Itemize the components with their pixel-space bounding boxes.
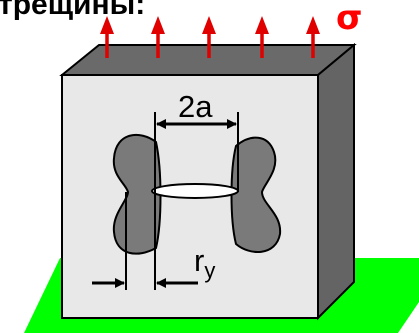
heading: трещины: — [0, 0, 145, 21]
up-arrow-icon — [255, 16, 269, 58]
crack — [151, 183, 239, 199]
plastic-zone-label: ry — [194, 243, 215, 283]
plastic-zone-dimension — [92, 192, 198, 290]
plastic-zone-label-subscript: y — [204, 258, 215, 283]
up-arrow-icon — [100, 16, 114, 58]
up-arrow-icon — [202, 16, 216, 58]
stress-symbol: σ — [336, 0, 362, 38]
up-arrow-icon — [151, 16, 165, 58]
block-side-face — [317, 42, 355, 321]
plastic-zone-label-main: r — [194, 243, 204, 278]
up-arrow-icon — [306, 16, 320, 58]
crack-length-dimension — [154, 112, 239, 192]
plastic-zone-right — [230, 136, 282, 254]
crack-length-label: 2a — [178, 89, 213, 124]
tension-arrows — [100, 16, 320, 58]
